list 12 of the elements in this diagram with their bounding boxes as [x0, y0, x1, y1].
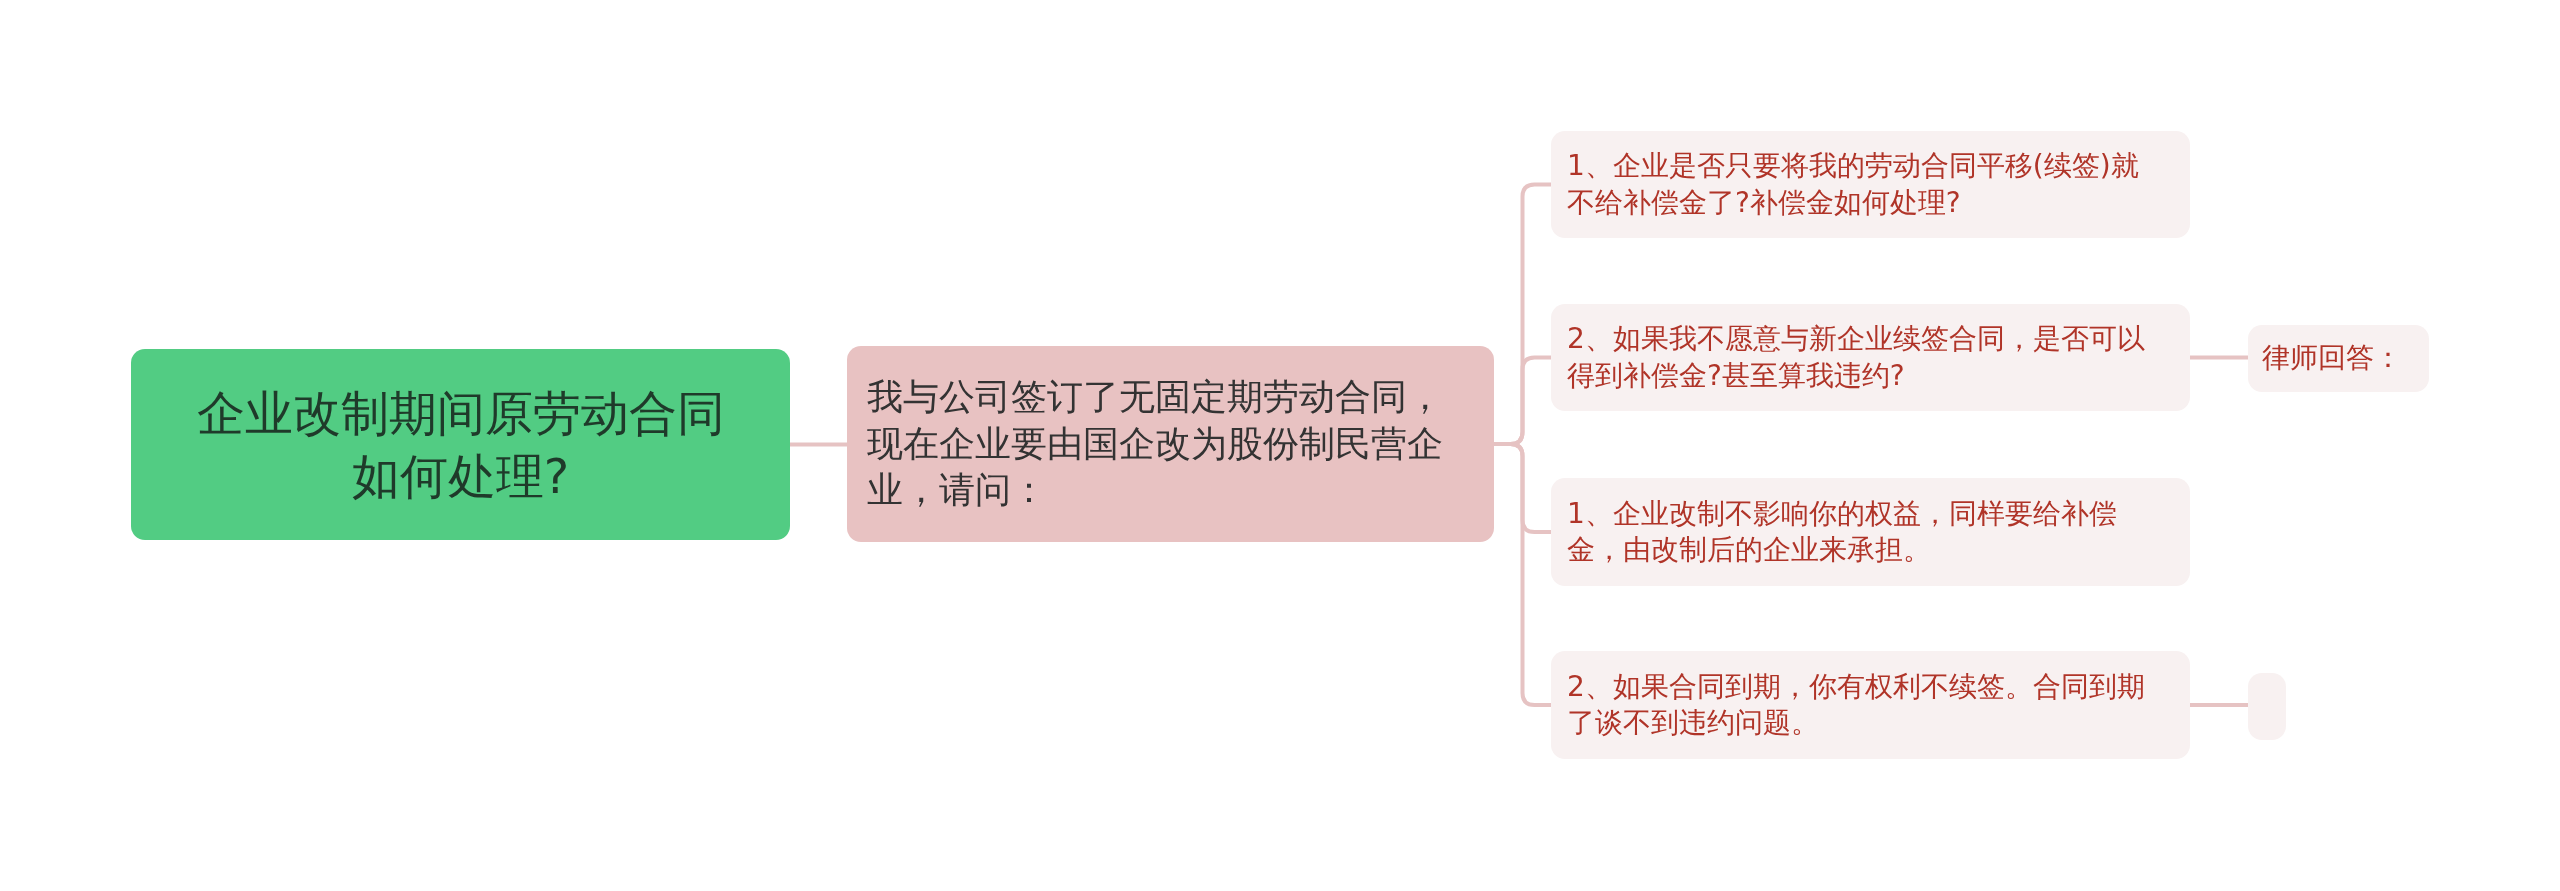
topic-box: 企业改制期间原劳动合同如何处理? [131, 349, 790, 540]
empty-box [2248, 673, 2286, 740]
question-box: 1、企业是否只要将我的劳动合同平移(续签)就不给补偿金了?补偿金如何处理? [1551, 131, 2190, 238]
connector-line [2190, 703, 2248, 707]
connector-line [1494, 442, 1551, 707]
connector-line [790, 442, 847, 447]
answer-box: 1、企业改制不影响你的权益，同样要给补偿金，由改制后的企业来承担。 [1551, 478, 2190, 586]
answer-box: 2、如果合同到期，你有权利不续签。合同到期了谈不到违约问题。 [1551, 651, 2190, 759]
question-box: 2、如果我不愿意与新企业续签合同，是否可以得到补偿金?甚至算我违约? [1551, 304, 2190, 411]
label-box: 律师回答： [2248, 325, 2429, 392]
question-box: 我与公司签订了无固定期劳动合同，现在企业要由国企改为股份制民营企业，请问： [847, 346, 1494, 542]
connector-line [2190, 355, 2248, 360]
